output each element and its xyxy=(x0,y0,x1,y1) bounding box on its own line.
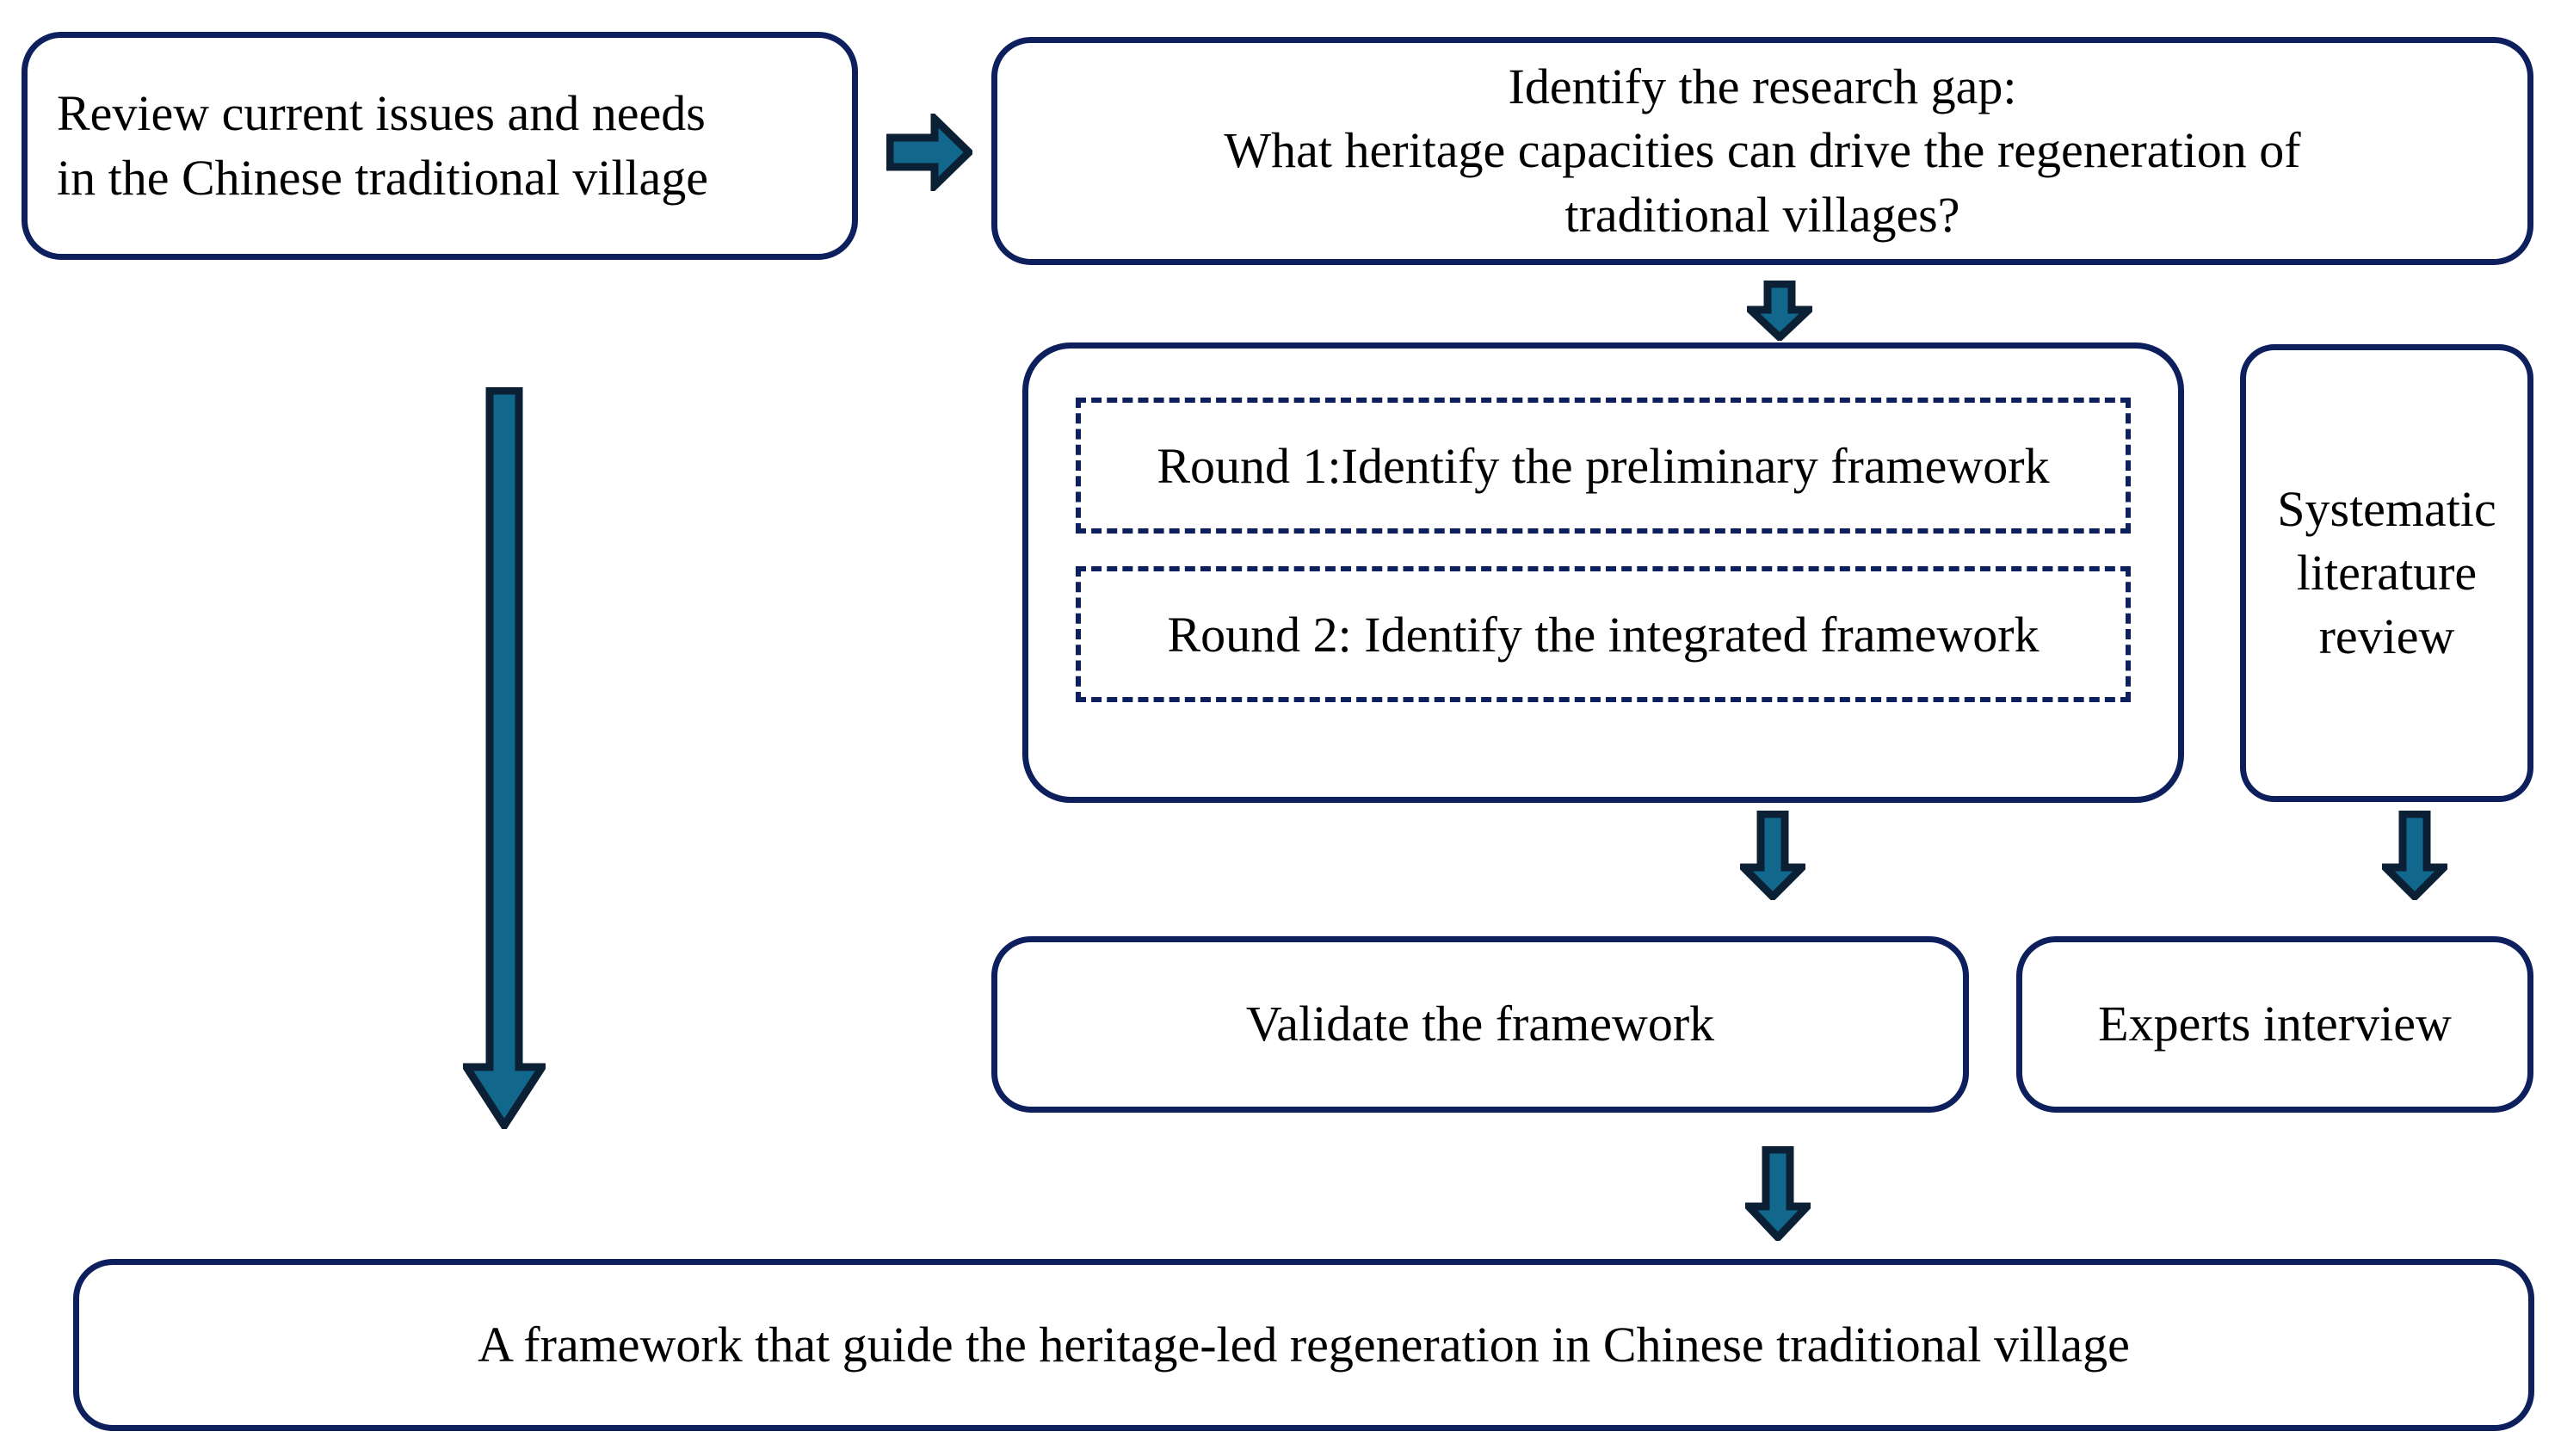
arrow-delphi-to-validate-icon xyxy=(1740,811,1805,900)
node-validate-framework: Validate the framework xyxy=(991,936,1969,1113)
node-systematic-literature-review: Systematic literature review xyxy=(2240,344,2533,802)
arrow-review-to-outcome-icon xyxy=(463,387,546,1129)
node-systematic-literature-review-label: Systematic literature review xyxy=(2277,480,2496,665)
node-delphi-round-2-label: Round 2: Identify the integrated framewo… xyxy=(1167,606,2040,663)
node-delphi-round-2: Round 2: Identify the integrated framewo… xyxy=(1076,566,2131,702)
node-review-current-issues: Review current issues and needs in the C… xyxy=(22,32,858,260)
node-review-current-issues-label: Review current issues and needs in the C… xyxy=(57,85,709,206)
node-delphi-round-1-label: Round 1:Identify the preliminary framewo… xyxy=(1157,437,2050,494)
arrow-validate-to-outcome-icon xyxy=(1745,1146,1811,1241)
node-outcome-framework: A framework that guide the heritage-led … xyxy=(73,1259,2534,1431)
arrow-review-to-gap-icon xyxy=(886,114,972,191)
node-delphi-round-1: Round 1:Identify the preliminary framewo… xyxy=(1076,398,2131,534)
node-outcome-framework-label: A framework that guide the heritage-led … xyxy=(478,1316,2130,1373)
node-experts-interview-label: Experts interview xyxy=(2098,996,2452,1052)
node-validate-framework-label: Validate the framework xyxy=(1245,996,1715,1052)
node-research-gap-label: Identify the research gap: What heritage… xyxy=(1224,59,2301,243)
arrow-slr-to-experts-icon xyxy=(2382,811,2447,900)
node-experts-interview: Experts interview xyxy=(2016,936,2533,1113)
node-research-gap: Identify the research gap: What heritage… xyxy=(991,37,2533,265)
arrow-gap-to-delphi-icon xyxy=(1747,281,1812,341)
